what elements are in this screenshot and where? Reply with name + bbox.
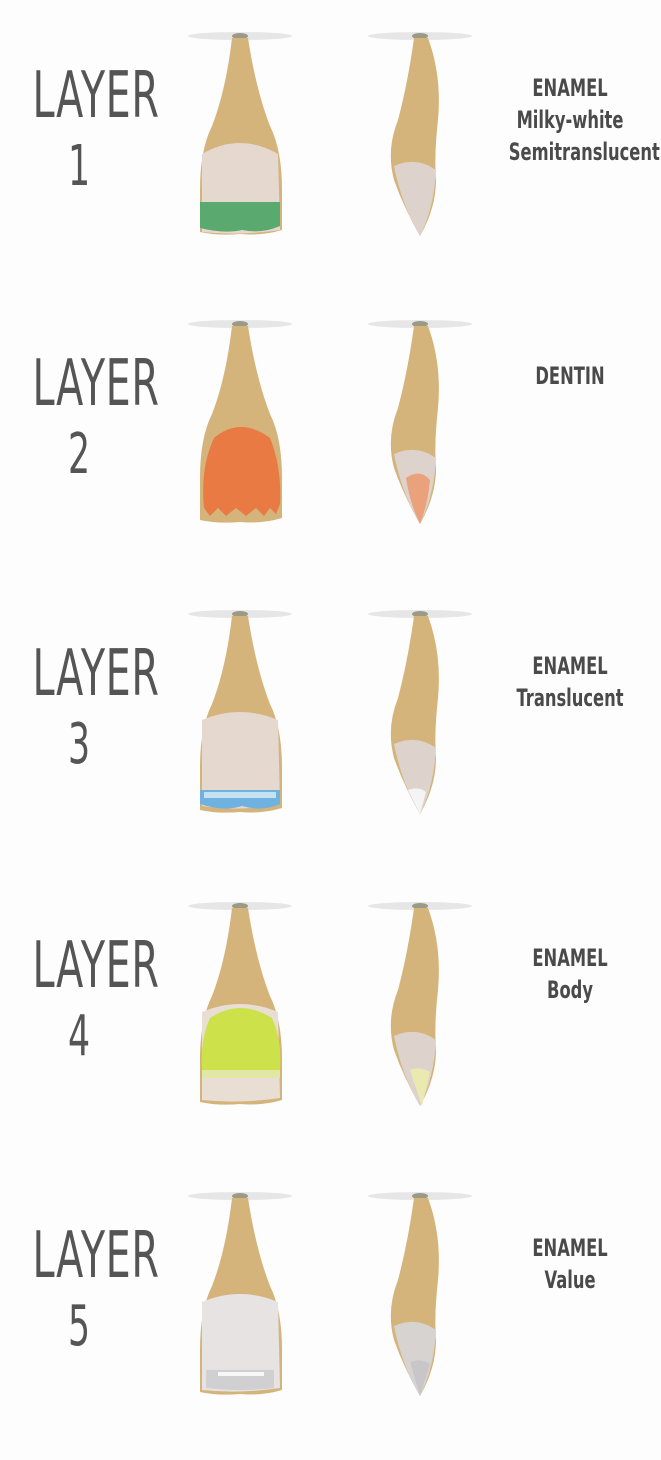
tooth-front-view-icon [170,1190,310,1430]
desc-title: ENAMEL [509,1232,631,1264]
layer-label-1: LAYER 1 [33,60,126,202]
layer-word: LAYER [33,60,126,132]
layer-label-5: LAYER 5 [33,1220,126,1362]
layer-word: LAYER [33,638,126,710]
tooth-side-view-icon [350,1190,490,1430]
layer-description-4: ENAMEL Body [509,942,631,1006]
layer-number: 4 [33,1002,126,1072]
tooth-front-view-icon [170,900,310,1140]
tooth-side-view-icon [350,318,490,558]
layer-label-4: LAYER 4 [33,930,126,1072]
layer-row-1: LAYER 1 ENAMEL Milky-white Semitransluce… [0,30,661,300]
desc-line-3: Semitranslucent [509,136,631,168]
layer-number: 2 [33,420,126,490]
desc-line-2: Value [509,1264,631,1296]
highlight-layer-4 [202,1008,281,1070]
desc-title: DENTIN [509,360,631,392]
layer-description-3: ENAMEL Translucent [509,650,631,714]
layer-word: LAYER [33,348,126,420]
layer-row-2: LAYER 2 DENTIN [0,318,661,588]
desc-line-2: Body [509,974,631,1006]
tooth-front-view-icon [170,318,310,558]
layer-word: LAYER [33,930,126,1002]
layer-row-3: LAYER 3 ENAMEL Translucent [0,608,661,878]
layer-description-1: ENAMEL Milky-white Semitranslucent [509,72,631,168]
tooth-side-view-icon [350,30,490,270]
layer-description-5: ENAMEL Value [509,1232,631,1296]
tooth-front-view-icon [170,608,310,848]
layer-number: 3 [33,710,126,780]
highlight-layer-1 [200,202,280,232]
desc-title: ENAMEL [509,72,631,104]
layer-row-4: LAYER 4 ENAMEL Body [0,900,661,1170]
desc-line-2: Translucent [509,682,631,714]
desc-line-2: Milky-white [509,104,631,136]
layer-number: 1 [33,132,126,202]
tooth-side-view-icon [350,900,490,1140]
tooth-side-view-icon [350,608,490,848]
desc-title: ENAMEL [509,942,631,974]
layer-description-2: DENTIN [509,360,631,392]
layer-word: LAYER [33,1220,126,1292]
layer-label-2: LAYER 2 [33,348,126,490]
highlight-layer-2 [203,427,280,516]
layer-row-5: LAYER 5 ENAMEL Value [0,1190,661,1460]
desc-title: ENAMEL [509,650,631,682]
layer-label-3: LAYER 3 [33,638,126,780]
tooth-front-view-icon [170,30,310,270]
layer-number: 5 [33,1292,126,1362]
